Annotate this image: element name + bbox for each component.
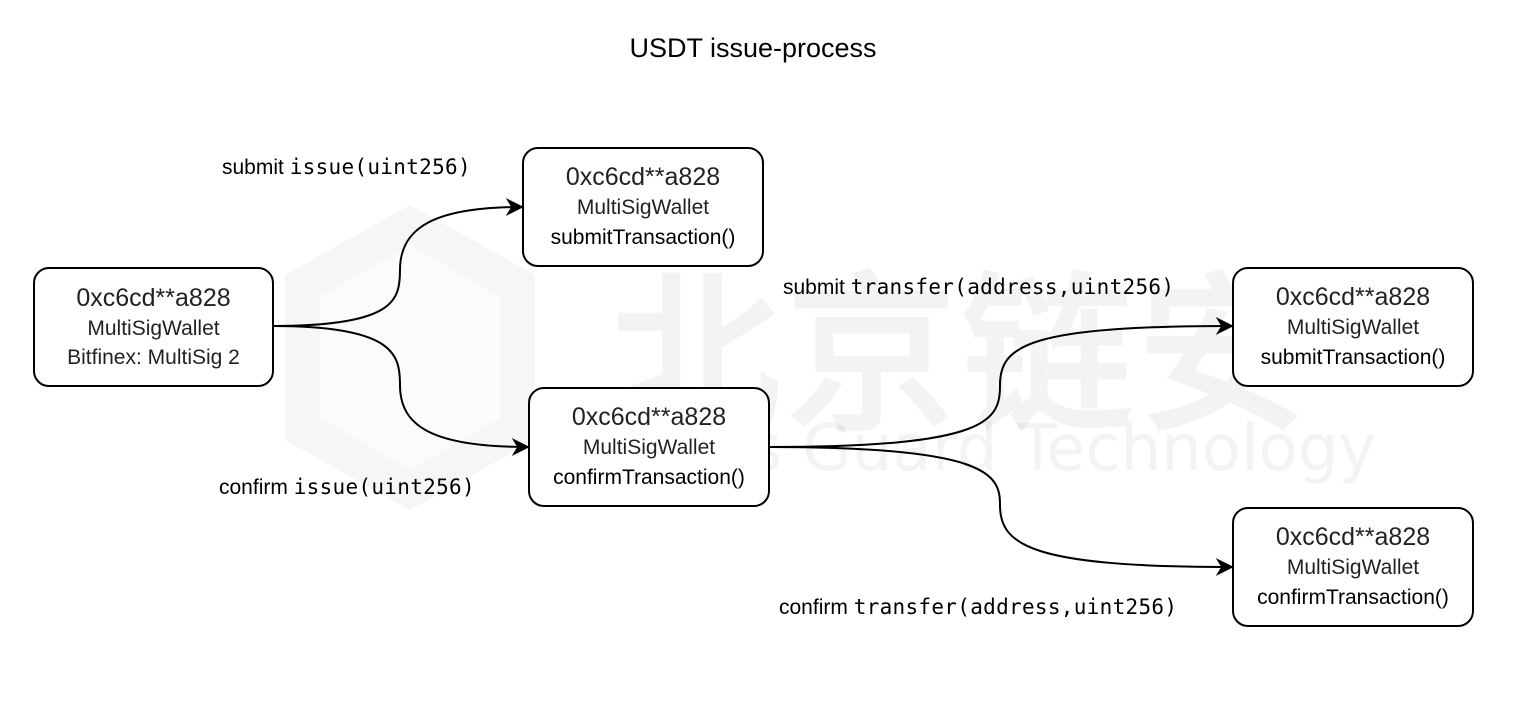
node-type: MultiSigWallet: [576, 195, 710, 219]
edge-label-call: issue(uint256): [293, 475, 475, 499]
node-label: Bitfinex: MultiSig 2: [67, 345, 240, 369]
edge-label-confirm-transfer: confirm transfer(address,uint256): [779, 593, 1177, 622]
edge-confirm-issue-arrow: [272, 325, 530, 456]
node-address: 0xc6cd**a828: [565, 162, 721, 191]
node-type: MultiSigWallet: [87, 316, 220, 340]
node-address: 0xc6cd**a828: [571, 402, 727, 431]
node-submit-transfer: 0xc6cd**a828 MultiSigWallet submitTransa…: [1232, 267, 1474, 387]
node-type: MultiSigWallet: [1286, 555, 1420, 579]
edge-label-call: transfer(address,uint256): [850, 275, 1175, 299]
edge-label-call: issue(uint256): [289, 155, 471, 179]
edge-submit-transfer-arrow: [769, 317, 1234, 448]
node-address: 0xc6cd**a828: [1275, 522, 1431, 551]
edge-submit-issue-arrow: [272, 198, 524, 327]
edge-label-verb: confirm: [779, 596, 848, 619]
node-method: confirmTransaction(): [1257, 585, 1449, 609]
node-type: MultiSigWallet: [1286, 315, 1420, 339]
node-confirm-transfer: 0xc6cd**a828 MultiSigWallet confirmTrans…: [1232, 507, 1474, 627]
node-method: confirmTransaction(): [553, 465, 745, 489]
edge-label-submit-transfer: submit transfer(address,uint256): [783, 273, 1174, 302]
edge-label-verb: submit: [783, 276, 845, 299]
node-method: submitTransaction(): [550, 225, 736, 249]
edge-label-submit-issue: submit issue(uint256): [222, 153, 471, 182]
node-source-wallet: 0xc6cd**a828 MultiSigWallet Bitfinex: Mu…: [33, 267, 274, 387]
edge-label-call: transfer(address,uint256): [853, 595, 1178, 619]
edge-label-confirm-issue: confirm issue(uint256): [219, 473, 475, 502]
diagram-title: USDT issue-process: [629, 33, 877, 63]
node-confirm-issue: 0xc6cd**a828 MultiSigWallet confirmTrans…: [528, 387, 770, 507]
node-submit-issue: 0xc6cd**a828 MultiSigWallet submitTransa…: [522, 147, 764, 267]
node-address: 0xc6cd**a828: [76, 283, 231, 312]
node-method: submitTransaction(): [1260, 345, 1446, 369]
edge-label-verb: confirm: [219, 476, 288, 499]
edge-label-verb: submit: [222, 156, 284, 179]
node-address: 0xc6cd**a828: [1275, 282, 1431, 311]
node-type: MultiSigWallet: [582, 435, 716, 459]
edge-confirm-transfer-arrow: [769, 446, 1234, 576]
